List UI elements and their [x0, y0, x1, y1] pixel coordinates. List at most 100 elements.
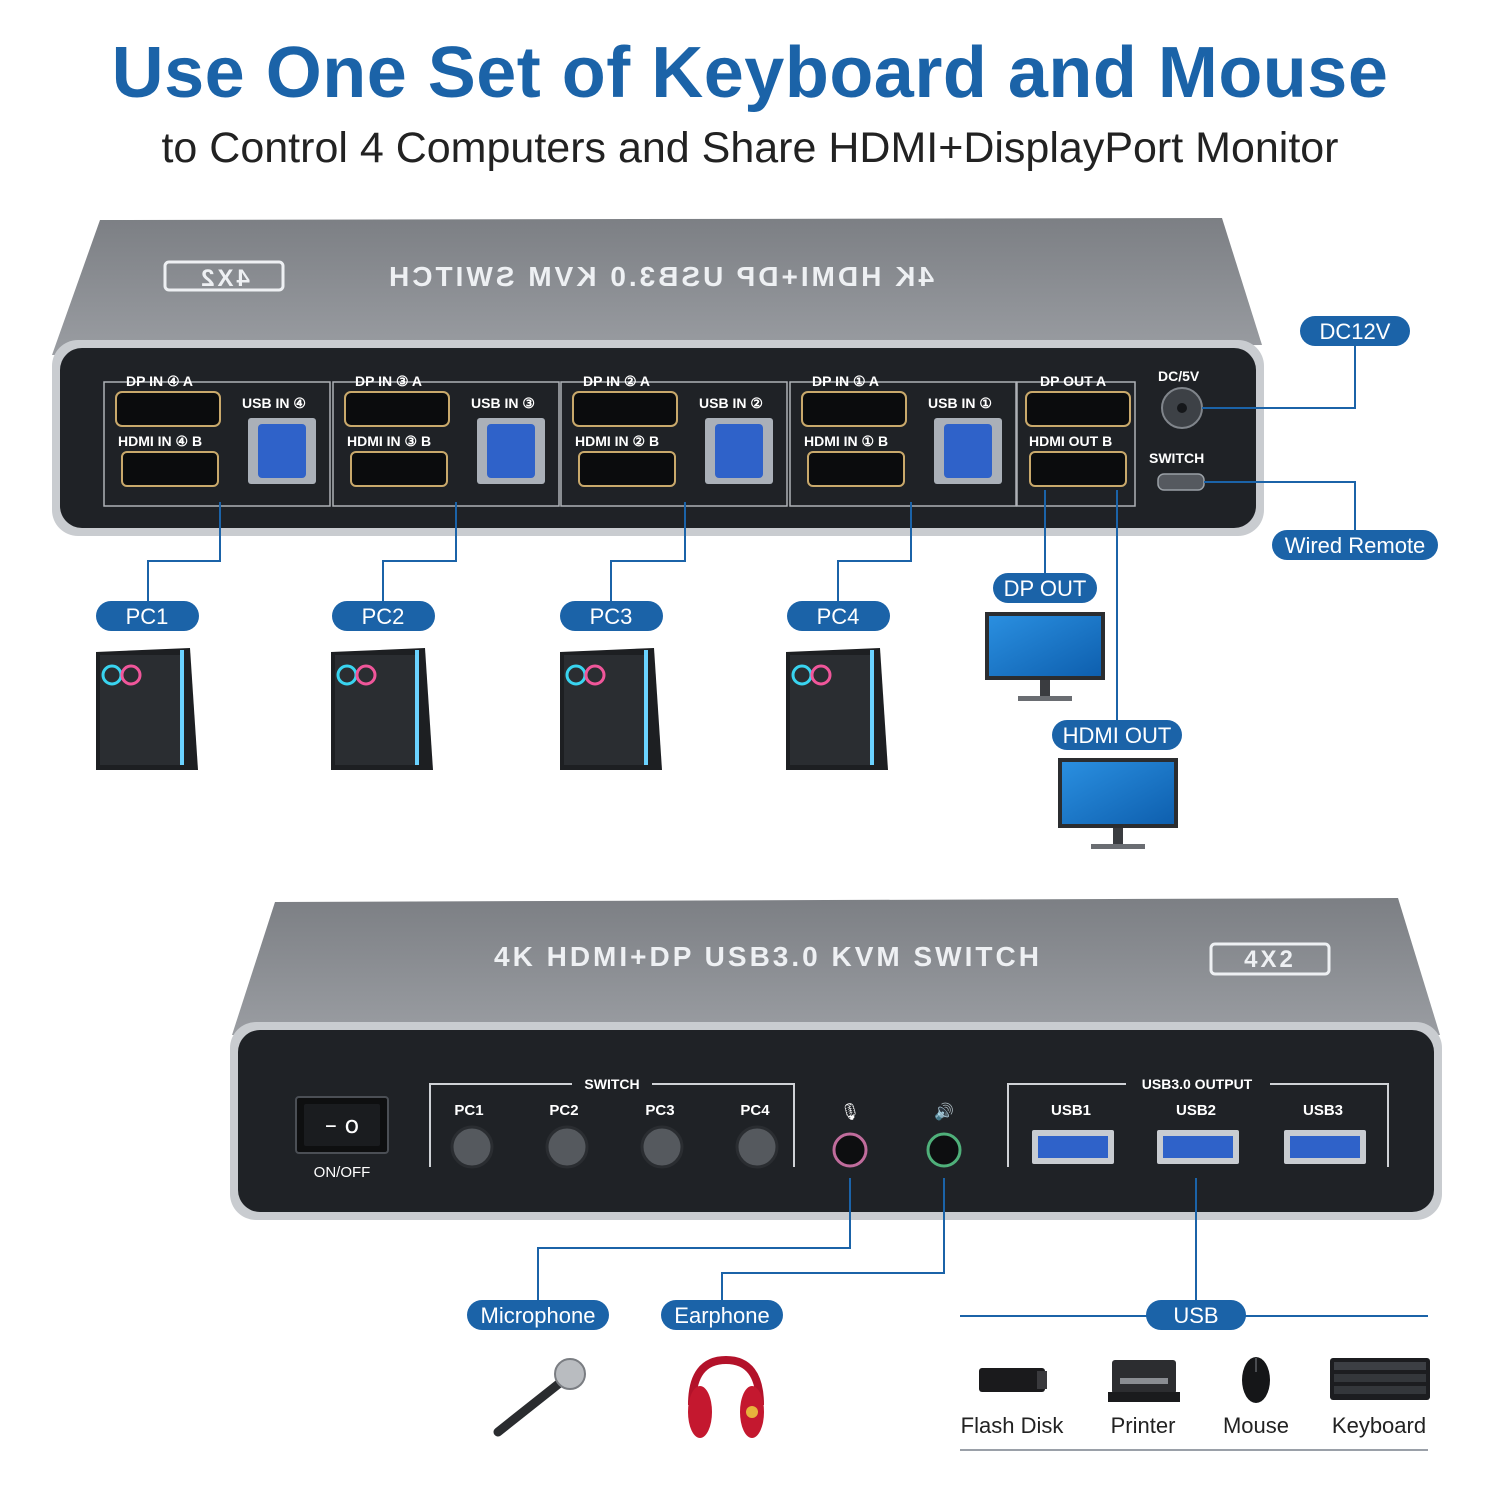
monitor-icon: [985, 612, 1105, 701]
hdmi-in-1-label: HDMI IN ① B: [804, 433, 888, 449]
microphone-device-icon: [493, 1358, 586, 1437]
hdmi-port-3[interactable]: [350, 451, 448, 487]
rear-port-group-4: DP IN ④ A HDMI IN ④ B USB IN ④: [103, 373, 331, 507]
hdmi-out-port[interactable]: [1029, 451, 1127, 487]
pc4-button-label: PC4: [740, 1102, 770, 1119]
pc3-button-label: PC3: [645, 1102, 674, 1119]
headline-subtitle: to Control 4 Computers and Share HDMI+Di…: [161, 124, 1339, 172]
printer-label: Printer: [1111, 1413, 1176, 1438]
rear-port-group-2: DP IN ② A HDMI IN ② B USB IN ②: [560, 373, 788, 507]
microphone-callout: Microphone: [467, 1300, 609, 1330]
pc3-callout: PC3: [560, 601, 663, 631]
hdmi-port-2[interactable]: [578, 451, 676, 487]
usb3-label: USB3: [1303, 1102, 1343, 1119]
pc2-button-label: PC2: [549, 1102, 578, 1119]
hdmi-port-4[interactable]: [121, 451, 219, 487]
pc2-callout: PC2: [332, 601, 435, 631]
pc1-button-label: PC1: [454, 1102, 483, 1119]
pc4-switch-button[interactable]: [735, 1125, 779, 1169]
dp-out-port[interactable]: [1025, 391, 1131, 427]
mouse-icon: [1242, 1357, 1270, 1403]
mouse-label: Mouse: [1223, 1413, 1289, 1438]
usb-b-port-4[interactable]: [258, 424, 306, 478]
monitor-icon: [1058, 758, 1178, 849]
rear-port-group-3: DP IN ③ A HDMI IN ③ B USB IN ③: [332, 373, 560, 507]
usb-b-port-3[interactable]: [487, 424, 535, 478]
usb-callout: USB: [1146, 1300, 1246, 1330]
microphone-jack[interactable]: [832, 1132, 868, 1168]
dp-in-4-label: DP IN ④ A: [126, 373, 193, 389]
pc1-label: PC1: [126, 604, 169, 629]
hdmi-out-callout: HDMI OUT: [1052, 720, 1182, 750]
wired-remote-callout: Wired Remote: [1272, 530, 1438, 560]
dp-in-2-label: DP IN ② A: [583, 373, 650, 389]
front-kvm-unit: 4K HDMI+DP USB3.0 KVM SWITCH 4X2 – o ON/…: [230, 898, 1442, 1220]
usb2-label: USB2: [1176, 1102, 1216, 1119]
pc1-callout: PC1: [96, 601, 199, 631]
rear-case-badge: 4X2: [198, 265, 250, 292]
wired-remote-label: Wired Remote: [1285, 533, 1426, 558]
dp-port-4[interactable]: [115, 391, 221, 427]
rear-connector-lines: [147, 346, 1356, 721]
dp-port-1[interactable]: [801, 391, 907, 427]
rear-case-text: 4K HDMI+DP USB3.0 KVM SWITCH: [386, 261, 934, 292]
front-case-text: 4K HDMI+DP USB3.0 KVM SWITCH: [494, 941, 1042, 972]
power-symbol-icon: – o: [325, 1111, 359, 1139]
printer-icon: [1108, 1360, 1180, 1402]
front-case-badge: 4X2: [1244, 946, 1296, 973]
switch-group-label: SWITCH: [584, 1076, 639, 1092]
earphone-jack[interactable]: [926, 1132, 962, 1168]
pc1-switch-button[interactable]: [450, 1125, 494, 1169]
hdmi-in-2-label: HDMI IN ② B: [575, 433, 659, 449]
microphone-icon: 🎙: [840, 1102, 860, 1121]
pc3-switch-button[interactable]: [640, 1125, 684, 1169]
microphone-callout-label: Microphone: [481, 1303, 596, 1328]
usb-b-port-1[interactable]: [944, 424, 992, 478]
usb-in-2-label: USB IN ②: [699, 395, 763, 411]
usb-b-port-2[interactable]: [715, 424, 763, 478]
hdmi-out-callout-label: HDMI OUT: [1063, 723, 1172, 748]
dp-out-label: DP OUT A: [1040, 373, 1106, 389]
usb-callout-label: USB: [1173, 1303, 1218, 1328]
wired-remote-port[interactable]: [1157, 473, 1205, 491]
hdmi-in-4-label: HDMI IN ④ B: [118, 433, 202, 449]
speaker-icon: 🔊: [934, 1102, 954, 1121]
usb-in-4-label: USB IN ④: [242, 395, 306, 411]
dp-in-3-label: DP IN ③ A: [355, 373, 422, 389]
pc-tower-icon: [786, 648, 888, 770]
hdmi-port-1[interactable]: [807, 451, 905, 487]
hdmi-out-label: HDMI OUT B: [1029, 433, 1112, 449]
rear-output-group: DP OUT A HDMI OUT B: [1016, 373, 1136, 507]
earphone-callout: Earphone: [661, 1300, 783, 1330]
usb1-label: USB1: [1051, 1102, 1091, 1119]
pc4-label: PC4: [817, 604, 860, 629]
switch-label: SWITCH: [1149, 450, 1204, 466]
dp-port-2[interactable]: [572, 391, 678, 427]
pc2-switch-button[interactable]: [545, 1125, 589, 1169]
pc-tower-icon: [560, 648, 662, 770]
headline-title: Use One Set of Keyboard and Mouse: [111, 33, 1389, 113]
pc2-label: PC2: [362, 604, 405, 629]
dp-out-callout: DP OUT: [993, 573, 1097, 603]
rear-port-group-1: DP IN ① A HDMI IN ① B USB IN ①: [789, 373, 1017, 507]
keyboard-label: Keyboard: [1332, 1413, 1426, 1438]
dc12v-label: DC12V: [1320, 319, 1391, 344]
earphone-callout-label: Earphone: [674, 1303, 769, 1328]
hdmi-in-3-label: HDMI IN ③ B: [347, 433, 431, 449]
keyboard-icon: [1330, 1358, 1430, 1400]
dp-in-1-label: DP IN ① A: [812, 373, 879, 389]
pc-tower-icon: [96, 648, 198, 770]
headphone-device-icon: [688, 1355, 764, 1438]
flash-disk-icon: [979, 1368, 1047, 1392]
pc3-label: PC3: [590, 604, 633, 629]
dp-port-3[interactable]: [344, 391, 450, 427]
rear-kvm-unit: 4K HDMI+DP USB3.0 KVM SWITCH 4X2 DP IN ④…: [52, 218, 1264, 536]
pc-tower-icon: [331, 648, 433, 770]
dc-label: DC/5V: [1158, 368, 1200, 384]
power-switch[interactable]: [304, 1104, 380, 1146]
power-label: ON/OFF: [314, 1164, 371, 1181]
dc12v-callout: DC12V: [1300, 316, 1410, 346]
flash-disk-label: Flash Disk: [961, 1413, 1065, 1438]
usb-output-group-label: USB3.0 OUTPUT: [1142, 1076, 1253, 1092]
dp-out-callout-label: DP OUT: [1004, 576, 1087, 601]
